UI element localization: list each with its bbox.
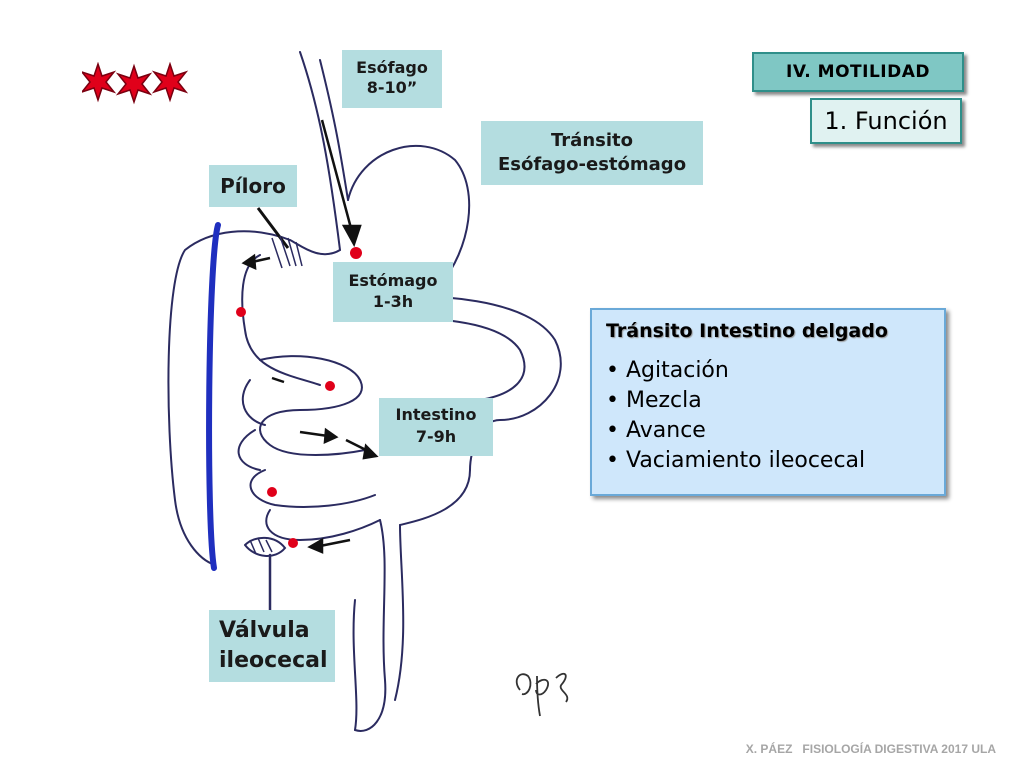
info-item: Mezcla	[606, 386, 930, 416]
label-esofago-time: 8-10”	[366, 78, 418, 97]
info-box-list: Agitación Mezcla Avance Vaciamiento ileo…	[606, 356, 930, 476]
label-valvula-ileocecal: Válvula ileocecal	[209, 610, 335, 682]
label-intestino-name: Intestino	[395, 405, 477, 424]
section-title: IV. MOTILIDAD	[786, 62, 930, 82]
info-item: Vaciamiento ileocecal	[606, 446, 930, 476]
info-item: Avance	[606, 416, 930, 446]
label-transito-line1: Tránsito	[551, 130, 633, 151]
label-transito-esofago-estomago: Tránsito Esófago-estómago	[481, 121, 703, 185]
label-valvula-line1: Válvula	[219, 618, 310, 643]
info-item: Agitación	[606, 356, 930, 386]
label-estomago-time: 1-3h	[372, 292, 414, 311]
label-intestino: Intestino 7-9h	[379, 398, 493, 456]
stars-decoration	[82, 62, 189, 105]
label-esofago-name: Esófago	[356, 58, 428, 77]
label-piloro: Píloro	[209, 165, 297, 207]
function-title: 1. Función	[824, 107, 948, 135]
label-piloro-text: Píloro	[220, 174, 286, 198]
label-intestino-time: 7-9h	[415, 427, 457, 446]
handwritten-signature	[515, 672, 569, 717]
footer-credit: X. PÁEZ FISIOLOGÍA DIGESTIVA 2017 ULA	[745, 742, 996, 756]
function-title-box: 1. Función	[810, 98, 962, 144]
label-transito-line2: Esófago-estómago	[497, 154, 687, 175]
info-box-title: Tránsito Intestino delgado	[606, 320, 888, 342]
label-valvula-line2: ileocecal	[219, 648, 328, 673]
section-title-box: IV. MOTILIDAD	[752, 52, 964, 92]
label-esofago: Esófago 8-10”	[342, 50, 442, 108]
label-estomago: Estómago 1-3h	[333, 262, 453, 322]
info-box-intestino-delgado: Tránsito Intestino delgado Agitación Mez…	[590, 308, 946, 496]
label-estomago-name: Estómago	[348, 271, 438, 290]
